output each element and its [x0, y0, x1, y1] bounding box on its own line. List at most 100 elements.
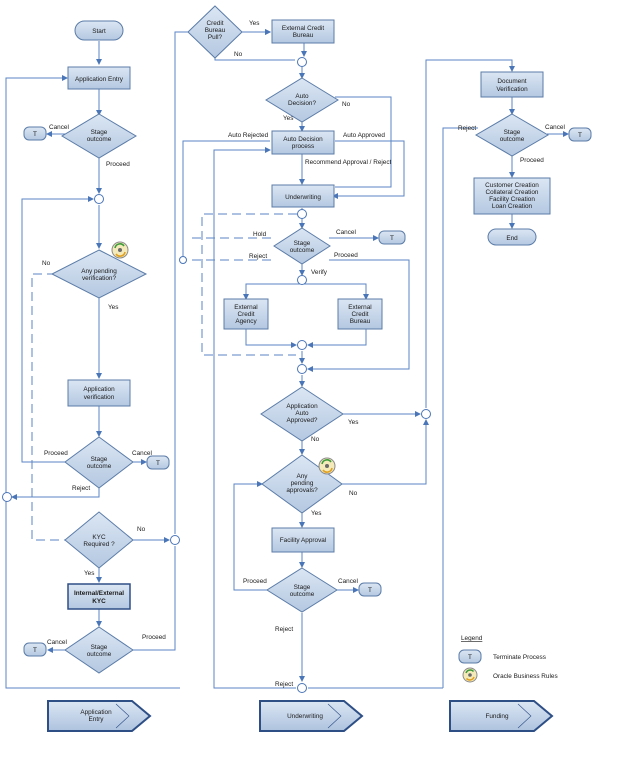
customer-creation-line1: Customer Creation	[485, 182, 539, 189]
edge-yes-5: Yes	[348, 419, 358, 426]
terminate-box-2	[146, 455, 170, 470]
pending-approvals-line3: approvals?	[286, 487, 318, 494]
pending-verification-line1: Any pending	[81, 268, 117, 275]
customer-creation-line2: Collateral Creation	[486, 189, 539, 196]
edge-proceed-1: Proceed	[106, 161, 130, 168]
stage-outcome-fund-line1: Stage	[504, 129, 521, 136]
external-credit-bureau-top-line1: External Credit	[282, 25, 324, 32]
application-auto-approved-diamond	[260, 386, 344, 442]
phase-label-3: Funding	[485, 713, 509, 720]
edge-no-3: No	[234, 51, 243, 58]
edge-cancel-6: Cancel	[545, 124, 565, 131]
stage-outcome-fund-diamond	[475, 113, 549, 157]
edge-no-6: No	[349, 490, 358, 497]
terminate-label-5: T	[368, 587, 372, 594]
edge-cancel-1: Cancel	[49, 124, 69, 131]
application-auto-approved-line1: Application	[286, 403, 318, 410]
application-auto-approved-line2: Auto	[295, 410, 309, 417]
business-rules-icon	[318, 457, 336, 475]
stage-outcome-3-diamond	[64, 626, 134, 674]
external-credit-bureau-top-line2: Bureau	[293, 32, 314, 39]
internal-external-kyc-line2: KYC	[92, 598, 106, 605]
underwriting-box	[271, 184, 335, 208]
edge-yes-3: Yes	[249, 20, 259, 27]
edge-labels: Cancel Proceed No Yes Proceed Cancel Rej…	[42, 20, 565, 688]
facility-approval-box	[271, 527, 335, 553]
pending-approvals-line1: Any	[296, 473, 308, 480]
auto-decision-line1: Auto	[295, 93, 309, 100]
edge-yes-6: Yes	[311, 510, 321, 517]
application-auto-approved-line3: Approved?	[287, 417, 318, 424]
external-credit-bureau-top-box	[271, 19, 335, 44]
phase-label-2: Underwriting	[287, 713, 323, 720]
edge-cancel-4: Cancel	[336, 229, 356, 236]
legend: Legend T Terminate Process Oracle Busine…	[458, 635, 558, 683]
kyc-required-line1: KYC	[92, 534, 106, 541]
edge-proceed-4: Proceed	[334, 252, 358, 259]
external-credit-agency-line1: External	[234, 304, 257, 311]
terminate-box-6	[568, 127, 592, 142]
start-label: Start	[92, 28, 106, 35]
stage-outcome-uw-line1: Stage	[294, 240, 311, 247]
terminate-label-1: T	[33, 131, 37, 138]
stage-outcome-3-line1: Stage	[91, 644, 108, 651]
terminate-label-3: T	[33, 647, 37, 654]
stage-outcome-fund-line2: outcome	[500, 136, 525, 143]
edge-no-5: No	[311, 436, 320, 443]
external-credit-agency-line3: Agency	[235, 318, 257, 325]
external-credit-agency-box	[223, 298, 269, 330]
application-verification-box	[67, 379, 131, 407]
underwriting-label: Underwriting	[285, 194, 321, 201]
edge-reject-2: Reject	[249, 253, 267, 260]
legend-terminate-label: Terminate Process	[493, 654, 546, 661]
edge-reject-5: Reject	[458, 125, 476, 132]
edge-auto-rejected: Auto Rejected	[228, 132, 269, 139]
end-node	[487, 228, 537, 246]
customer-creation-line3: Facility Creation	[489, 196, 535, 203]
edge-proceed-5: Proceed	[243, 578, 267, 585]
edge-proceed-2: Proceed	[44, 450, 68, 457]
terminate-label-6: T	[578, 132, 582, 139]
customer-creation-line4: Loan Creation	[492, 203, 533, 210]
edge-cancel-2: Cancel	[132, 450, 152, 457]
application-entry-label: Application Entry	[75, 76, 124, 83]
edge-reject-3: Reject	[275, 626, 293, 633]
customer-creation-box	[473, 177, 551, 215]
dashed-connectors	[22, 213, 297, 541]
auto-decision-process-line2: process	[292, 143, 314, 150]
stage-outcome-uw-line2: outcome	[290, 247, 315, 254]
junctions	[2, 57, 431, 693]
terminate-box-1	[23, 126, 47, 141]
stage-outcome-fa-line2: outcome	[290, 591, 315, 598]
phase-underwriting: Underwriting	[259, 700, 364, 732]
phase-funding: Funding	[449, 700, 554, 732]
stage-outcome-uw-diamond	[273, 227, 331, 265]
edge-verify: Verify	[311, 269, 328, 276]
internal-external-kyc-line1: Internal/External	[74, 590, 124, 597]
application-verification-line2: verification	[84, 394, 115, 401]
external-credit-bureau-line3: Bureau	[350, 318, 371, 325]
auto-decision-line2: Decision?	[288, 100, 317, 107]
auto-decision-process-line1: Auto Decision	[283, 136, 323, 143]
document-verification-box	[480, 71, 544, 98]
external-credit-bureau-line2: Credit	[351, 311, 368, 318]
terminate-label-4: T	[390, 235, 394, 242]
credit-bureau-pull-line1: Credit	[206, 20, 223, 27]
auto-decision-process-box	[271, 130, 335, 155]
